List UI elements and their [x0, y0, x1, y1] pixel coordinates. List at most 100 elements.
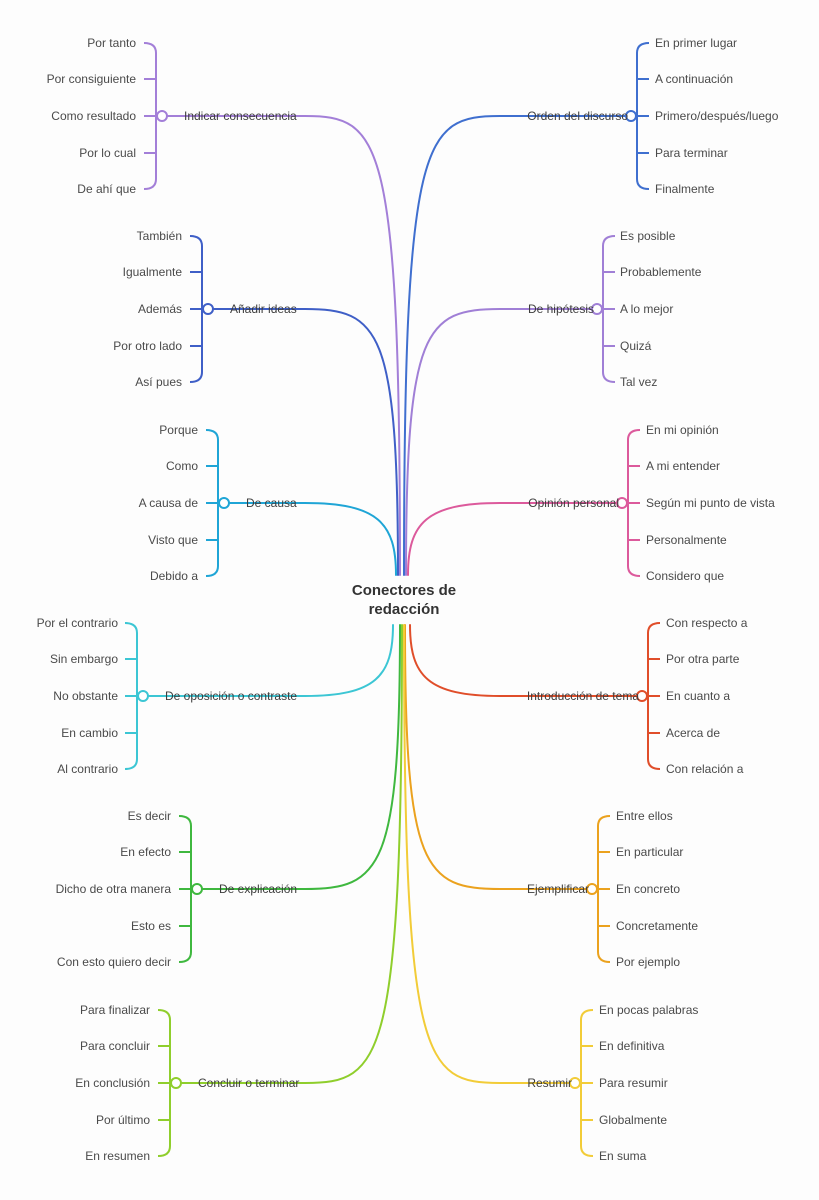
branch-node[interactable]	[625, 110, 637, 122]
branch-connector	[304, 624, 403, 1084]
leaf-item: Finalmente	[655, 182, 715, 196]
leaf-item: En resumen	[85, 1149, 150, 1163]
branch-connector	[404, 624, 501, 890]
leaf-item: Por tanto	[87, 36, 136, 50]
branch-connector	[304, 115, 401, 576]
branch-node[interactable]	[586, 883, 598, 895]
leaf-item: Globalmente	[599, 1113, 668, 1127]
leaf-item: Porque	[159, 423, 198, 437]
leaf-item: Concretamente	[616, 919, 699, 933]
leaf-item: En particular	[616, 845, 684, 859]
branch-node[interactable]	[137, 690, 149, 702]
leaf-item: Quizá	[620, 339, 652, 353]
branch-label: Concluir o terminar	[198, 1076, 300, 1090]
branch-connector	[304, 624, 401, 890]
central-topic: Conectores de redacción	[289, 581, 519, 619]
branch-connector	[304, 308, 399, 576]
branch-node[interactable]	[170, 1077, 182, 1089]
leaf-item: A continuación	[655, 72, 734, 86]
branch-connector	[407, 502, 501, 576]
leaf-item: En conclusión	[75, 1076, 150, 1090]
branch-label: Añadir ideas	[230, 302, 297, 316]
leaf-item: Sin embargo	[49, 652, 118, 666]
branch-label: De hipótesis	[527, 302, 594, 316]
leaf-item: En definitiva	[599, 1039, 665, 1053]
leaf-item: Es decir	[127, 809, 171, 823]
leaf-item: Considero que	[646, 569, 725, 583]
branch-label: Resumir	[527, 1076, 572, 1090]
leaf-item: Tal vez	[620, 375, 658, 389]
leaf-item: Para concluir	[79, 1039, 150, 1053]
leaf-item: Personalmente	[646, 533, 727, 547]
leaf-item: Al contrario	[57, 762, 118, 776]
leaf-item: Así pues	[135, 375, 182, 389]
leaf-item: Por ejemplo	[616, 955, 681, 969]
leaf-item: En pocas palabras	[599, 1003, 699, 1017]
branch-connector	[403, 624, 501, 1084]
leaf-item: A mi entender	[646, 459, 721, 473]
leaf-item: Además	[137, 302, 182, 316]
leaf-item: Es posible	[620, 229, 676, 243]
leaf-item: De ahí que	[77, 182, 136, 196]
leaf-item: Con respecto a	[666, 616, 748, 630]
branch-label: Indicar consecuencia	[184, 109, 297, 123]
leaf-item: A causa de	[138, 496, 198, 510]
leaf-item: Igualmente	[122, 265, 182, 279]
leaf-item: Para finalizar	[79, 1003, 150, 1017]
leaf-item: Probablemente	[620, 265, 702, 279]
leaf-item: No obstante	[53, 689, 118, 703]
branch-node[interactable]	[191, 883, 203, 895]
branch-node[interactable]	[202, 303, 214, 315]
leaf-item: Visto que	[148, 533, 198, 547]
leaf-item: Esto es	[130, 919, 171, 933]
branch-label: De causa	[246, 496, 297, 510]
branch-node[interactable]	[156, 110, 168, 122]
branch-node[interactable]	[218, 497, 230, 509]
branch-label: Orden del discurso	[527, 109, 628, 123]
branch-label: De oposición o contraste	[165, 689, 298, 703]
leaf-item: Entre ellos	[616, 809, 673, 823]
leaf-item: En cuanto a	[666, 689, 731, 703]
branch-connector	[304, 502, 397, 576]
leaf-item: Por consiguiente	[46, 72, 136, 86]
branch-label: Introducción de tema	[526, 689, 639, 703]
branch-node[interactable]	[616, 497, 628, 509]
branch-label: De explicación	[219, 882, 298, 896]
branch-label: Ejemplificar	[526, 882, 589, 896]
leaf-item: Primero/después/luego	[655, 109, 779, 123]
leaf-item: Por otra parte	[666, 652, 740, 666]
leaf-item: Por otro lado	[113, 339, 182, 353]
leaf-item: A lo mejor	[620, 302, 674, 316]
leaf-item: Acerca de	[666, 726, 721, 740]
leaf-item: Por lo cual	[79, 146, 136, 160]
leaf-item: Por último	[95, 1113, 150, 1127]
leaf-item: En cambio	[61, 726, 118, 740]
central-topic-line1: Conectores de	[351, 582, 457, 599]
leaf-item: Con relación a	[666, 762, 744, 776]
leaf-item: Dicho de otra manera	[55, 882, 171, 896]
leaf-item: En primer lugar	[655, 36, 738, 50]
leaf-item: Debido a	[149, 569, 198, 583]
branch-node[interactable]	[569, 1077, 581, 1089]
leaf-item: Con esto quiero decir	[56, 955, 171, 969]
central-topic-line2: redacción	[368, 601, 440, 618]
branch-connector	[304, 624, 394, 697]
branch-node[interactable]	[591, 303, 603, 315]
leaf-item: En efecto	[120, 845, 171, 859]
leaf-item: Para terminar	[655, 146, 728, 160]
leaf-item: Como resultado	[51, 109, 136, 123]
leaf-item: Según mi punto de vista	[646, 496, 775, 510]
leaf-item: Por el contrario	[36, 616, 118, 630]
branch-node[interactable]	[636, 690, 648, 702]
leaf-item: En suma	[599, 1149, 647, 1163]
branch-connector	[405, 308, 501, 576]
leaf-item: Para resumir	[599, 1076, 668, 1090]
leaf-item: En concreto	[616, 882, 681, 896]
leaf-item: También	[136, 229, 182, 243]
branch-label: Opinión personal	[528, 496, 619, 510]
leaf-item: En mi opinión	[646, 423, 719, 437]
branch-connector	[403, 115, 501, 576]
leaf-item: Como	[165, 459, 198, 473]
